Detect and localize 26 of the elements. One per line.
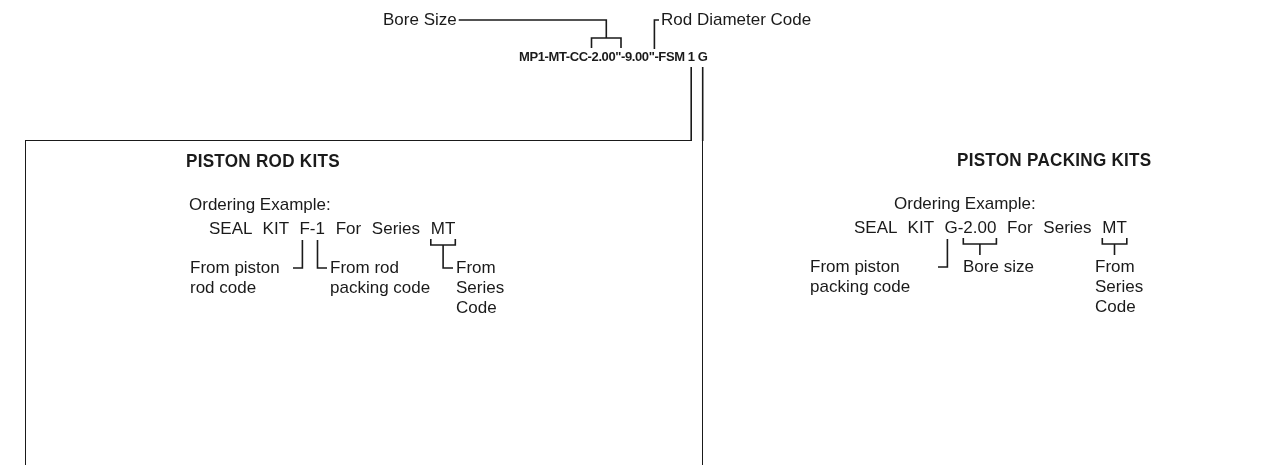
- callout-label: Bore Size: [383, 10, 457, 30]
- section-heading: PISTON PACKING KITS: [957, 150, 1152, 170]
- leader-line: [937, 238, 949, 268]
- callout-label: From piston rod code: [190, 258, 290, 298]
- subheading: Ordering Example:: [894, 194, 1036, 214]
- ordering-example-text: SEAL KIT F-1 For Series MT: [209, 219, 456, 239]
- callout-label: From Series Code: [1095, 257, 1155, 317]
- leader-line: [292, 239, 304, 269]
- callout-label: From Series Code: [456, 258, 516, 318]
- leader-line: [457, 19, 622, 49]
- ordering-example-text: SEAL KIT G-2.00 For Series MT: [854, 218, 1127, 238]
- leader-line: [962, 237, 998, 256]
- callout-label: Rod Diameter Code: [661, 10, 812, 30]
- leader-line: [1101, 237, 1128, 256]
- section-heading: PISTON ROD KITS: [186, 151, 340, 171]
- callout-label: From rod packing code: [330, 258, 455, 298]
- part-number: MP1-MT-CC-2.00"-9.00"-FSM 1 G: [519, 47, 708, 67]
- callout-label: Bore size: [963, 257, 1034, 277]
- leader-line: [430, 238, 457, 269]
- leader-line: [690, 66, 692, 142]
- subheading: Ordering Example:: [189, 195, 331, 215]
- kit-panel: [25, 140, 692, 465]
- leader-line: [653, 19, 660, 50]
- leader-line: [701, 66, 704, 142]
- callout-label: From piston packing code: [810, 257, 935, 297]
- leader-line: [316, 239, 328, 269]
